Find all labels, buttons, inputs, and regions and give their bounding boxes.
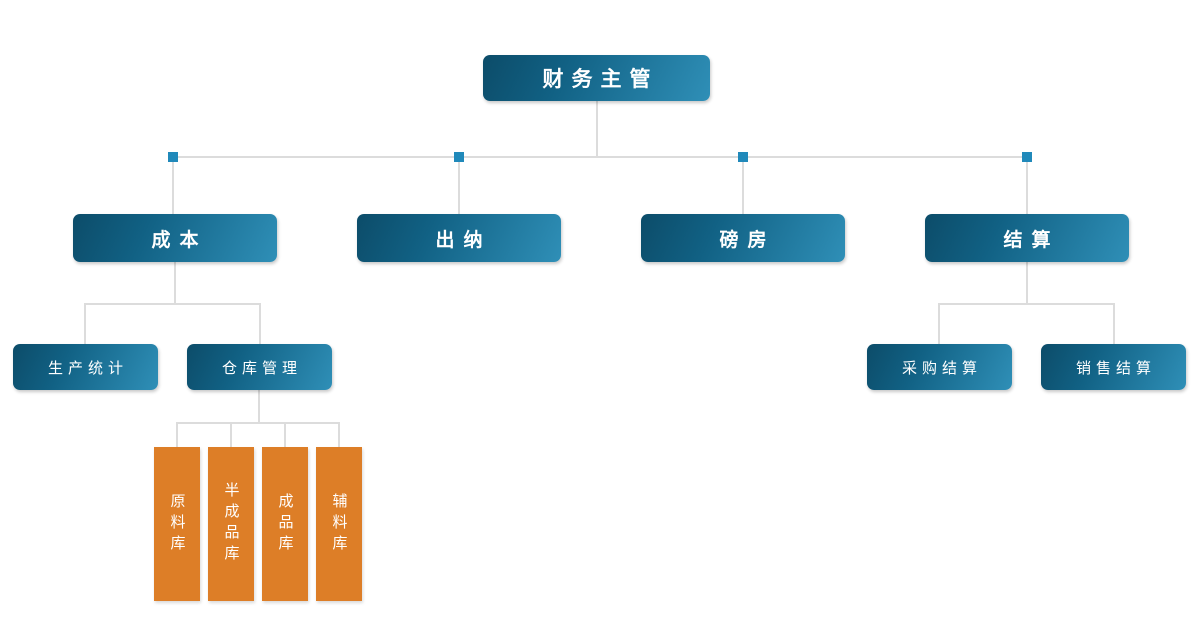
connector-cost-rail	[84, 303, 261, 305]
connector-stores-rail	[176, 422, 340, 424]
node-sales-settlement[interactable]: 销售结算	[1041, 344, 1186, 390]
connector-level2-rail	[173, 156, 1027, 158]
connector-drop-auxiliary-store	[338, 422, 340, 447]
connector-drop-raw-material-store	[176, 422, 178, 447]
connector-drop-sales-settlement	[1113, 303, 1115, 344]
connector-drop-cashier	[458, 156, 460, 214]
connector-warehouse-drop	[258, 390, 260, 423]
connector-drop-settlement	[1026, 156, 1028, 214]
node-auxiliary-store[interactable]: 辅料库	[316, 447, 362, 601]
connector-cost-drop	[174, 262, 176, 304]
node-production-stats[interactable]: 生产统计	[13, 344, 158, 390]
connector-drop-production-stats	[84, 303, 86, 344]
connector-drop-cost	[172, 156, 174, 214]
node-finished-store-label: 成品库	[276, 492, 295, 556]
connector-drop-finished-store	[284, 422, 286, 447]
junction-marker	[454, 152, 464, 162]
node-raw-material-store[interactable]: 原料库	[154, 447, 200, 601]
node-auxiliary-store-label: 辅料库	[330, 492, 349, 556]
node-settlement[interactable]: 结算	[925, 214, 1129, 262]
node-cost[interactable]: 成本	[73, 214, 277, 262]
junction-marker	[1022, 152, 1032, 162]
connector-drop-weighbridge	[742, 156, 744, 214]
node-purchase-settlement[interactable]: 采购结算	[867, 344, 1012, 390]
connector-drop-warehouse-mgmt	[259, 303, 261, 344]
node-weighbridge[interactable]: 磅房	[641, 214, 845, 262]
junction-marker	[738, 152, 748, 162]
connector-drop-purchase-settlement	[938, 303, 940, 344]
node-finance-supervisor[interactable]: 财务主管	[483, 55, 710, 101]
connector-drop-semi-finished-store	[230, 422, 232, 447]
connector-settlement-drop	[1026, 262, 1028, 304]
node-semi-finished-store-label: 半成品库	[222, 482, 241, 566]
node-semi-finished-store[interactable]: 半成品库	[208, 447, 254, 601]
node-cashier[interactable]: 出纳	[357, 214, 561, 262]
connector-settlement-rail	[938, 303, 1115, 305]
connector-root-drop	[596, 101, 598, 156]
node-warehouse-mgmt[interactable]: 仓库管理	[187, 344, 332, 390]
junction-marker	[168, 152, 178, 162]
node-finished-store[interactable]: 成品库	[262, 447, 308, 601]
node-raw-material-store-label: 原料库	[168, 492, 187, 556]
